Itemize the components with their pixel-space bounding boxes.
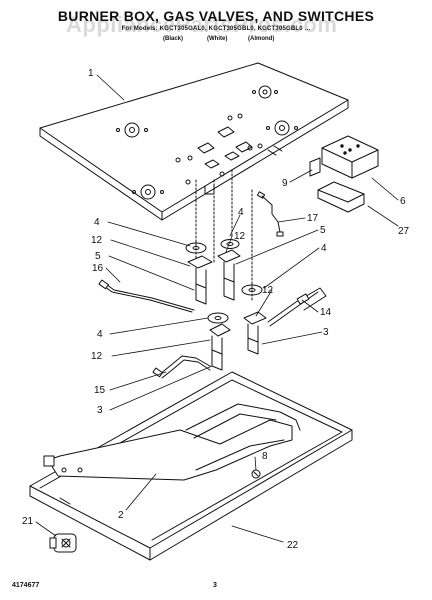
watermark: AppliancePartsPros.com xyxy=(66,12,338,37)
callout-8: 8 xyxy=(262,451,268,462)
color-label-almond: (Almond) xyxy=(248,36,275,42)
diagram-title: BURNER BOX, GAS VALVES, AND SWITCHES xyxy=(57,8,375,24)
callout-15: 15 xyxy=(94,385,106,396)
callout-6: 6 xyxy=(400,196,406,207)
callout-3-a: 3 xyxy=(323,327,329,338)
part-14-gas-tube xyxy=(267,287,327,327)
part-8-screw xyxy=(251,469,261,479)
callout-12-c: 12 xyxy=(262,285,274,296)
color-label-black: (Black) xyxy=(163,36,184,42)
callout-4-d: 4 xyxy=(97,329,103,340)
callout-4-c: 4 xyxy=(321,243,327,254)
part-17-igniter-wire xyxy=(256,191,284,237)
callout-27: 27 xyxy=(398,226,410,237)
callout-14: 14 xyxy=(320,307,332,318)
callout-numbers: 1 9 6 27 17 4 4 12 12 5 5 16 4 12 14 4 3… xyxy=(22,68,410,551)
part-16-gas-tube xyxy=(98,279,195,313)
part-1-top-panel xyxy=(39,62,349,221)
callout-4-b: 4 xyxy=(238,207,244,218)
gas-valves-and-switches xyxy=(187,249,267,371)
leader-lines xyxy=(35,74,399,543)
footer-page-number: 3 xyxy=(213,582,217,589)
callout-12-d: 12 xyxy=(91,351,103,362)
callout-21: 21 xyxy=(22,516,34,527)
callout-17: 17 xyxy=(307,213,319,224)
model-list: For Models: KGCT305GAL0, KGCT305GBL0, KG… xyxy=(121,26,311,32)
callout-3-b: 3 xyxy=(97,405,103,416)
callout-1: 1 xyxy=(88,68,94,79)
callout-4-a: 4 xyxy=(94,217,100,228)
callout-12-a: 12 xyxy=(91,235,103,246)
callout-16: 16 xyxy=(92,263,104,274)
callout-5-a: 5 xyxy=(95,251,101,262)
callout-5-b: 5 xyxy=(320,225,326,236)
part-6-switch-box xyxy=(321,135,379,179)
part-21-igniter xyxy=(49,533,77,553)
part-27-switch-housing xyxy=(317,181,365,213)
callout-22: 22 xyxy=(287,540,299,551)
part-15-gas-tube xyxy=(152,355,211,379)
callout-9: 9 xyxy=(282,178,288,189)
part-2-burner xyxy=(43,403,301,481)
callout-2: 2 xyxy=(118,510,124,521)
callout-12-b: 12 xyxy=(234,231,246,242)
footer-part-number: 4174677 xyxy=(12,582,40,589)
color-label-white: (White) xyxy=(207,36,228,42)
part-9-bracket xyxy=(309,157,321,177)
